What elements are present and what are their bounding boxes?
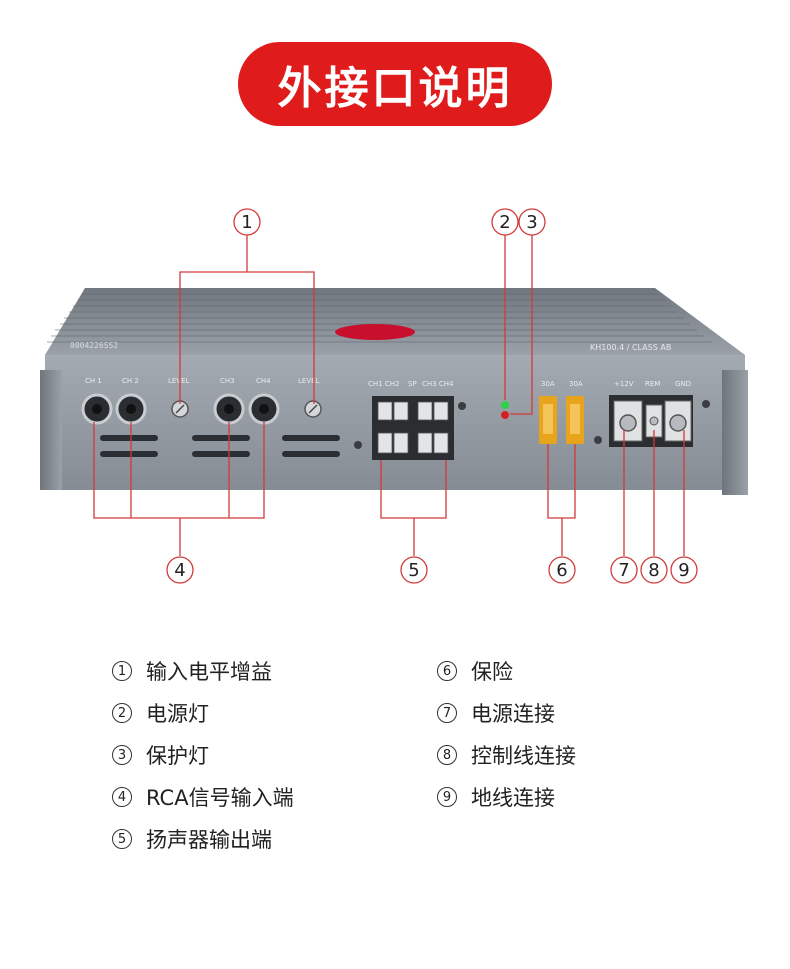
- label-level-2: LEVEL: [298, 377, 320, 385]
- legend-text: 保护灯: [146, 744, 209, 768]
- label-ch3: CH3: [220, 377, 235, 385]
- legend-text: 地线连接: [471, 786, 555, 810]
- label-ch1: CH 1: [85, 377, 102, 385]
- legend-text: 扬声器输出端: [146, 828, 272, 852]
- label-gnd: GND: [675, 380, 691, 388]
- vent-slots: [100, 435, 340, 457]
- legend-item: 3 保护灯: [112, 734, 294, 776]
- legend-item: 8 控制线连接: [437, 734, 576, 776]
- legend-text: 控制线连接: [471, 744, 576, 768]
- legend-item: 1 输入电平增益: [112, 650, 294, 692]
- legend-number: 3: [112, 745, 132, 765]
- legend-text: RCA信号输入端: [146, 786, 294, 810]
- label-ch4: CH4: [256, 377, 271, 385]
- legend-item: 4 RCA信号输入端: [112, 776, 294, 818]
- legend-item: 7 电源连接: [437, 692, 576, 734]
- protect-led: [501, 411, 509, 419]
- legend-item: 5 扬声器输出端: [112, 818, 294, 860]
- legend-number: 7: [437, 703, 457, 723]
- callout-6: 6: [556, 560, 567, 581]
- legend-number: 8: [437, 745, 457, 765]
- legend-item: 2 电源灯: [112, 692, 294, 734]
- legend-text: 输入电平增益: [146, 660, 272, 684]
- legend-item: 6 保险: [437, 650, 576, 692]
- label-fuse-2: 30A: [569, 380, 583, 388]
- legend-right: 6 保险 7 电源连接 8 控制线连接 9 地线连接: [437, 650, 576, 818]
- legend-number: 2: [112, 703, 132, 723]
- callout-4: 4: [174, 560, 185, 581]
- callout-5: 5: [408, 560, 419, 581]
- title-banner: 外接口说明: [238, 42, 552, 126]
- callout-8: 8: [648, 560, 659, 581]
- page-title: 外接口说明: [277, 63, 513, 114]
- legend-number: 1: [112, 661, 132, 681]
- legend-number: 9: [437, 787, 457, 807]
- brand-logo: [335, 324, 415, 340]
- legend-left: 1 输入电平增益 2 电源灯 3 保护灯 4 RCA信号输入端 5 扬声器输出端: [112, 650, 294, 860]
- amp-left-bracket: [40, 370, 62, 490]
- callout-7: 7: [618, 560, 629, 581]
- legend-number: 6: [437, 661, 457, 681]
- callout-1: 1: [241, 212, 252, 233]
- label-level-1: LEVEL: [168, 377, 190, 385]
- top-text-right: KH100.4 / CLASS AB: [590, 343, 671, 352]
- label-12v: +12V: [614, 380, 634, 388]
- label-rem: REM: [645, 380, 660, 388]
- legend-text: 保险: [471, 660, 513, 684]
- amp-right-bracket: [722, 370, 748, 495]
- legend-number: 4: [112, 787, 132, 807]
- top-text-left: 0004226SS2: [70, 341, 118, 350]
- label-ch3ch4: CH3 CH4: [422, 380, 454, 388]
- legend-text: 电源连接: [471, 702, 555, 726]
- amp-top: [45, 288, 745, 355]
- label-ch1ch2: CH1 CH2: [368, 380, 399, 388]
- power-led: [501, 401, 509, 409]
- callout-2: 2: [499, 212, 510, 233]
- callout-3: 3: [526, 212, 537, 233]
- amplifier-figure: 0004226SS2 KH100.4 / CLASS AB CH 1 CH 2 …: [40, 208, 748, 584]
- label-fuse-1: 30A: [541, 380, 555, 388]
- callout-lines: [93, 235, 685, 556]
- heatsink-fins: [47, 293, 712, 343]
- legend-item: 9 地线连接: [437, 776, 576, 818]
- callout-9: 9: [678, 560, 689, 581]
- legend-number: 5: [112, 829, 132, 849]
- label-sp: SP: [408, 380, 417, 388]
- callout-markers: [166, 208, 698, 584]
- legend-text: 电源灯: [146, 702, 209, 726]
- label-ch2: CH 2: [122, 377, 139, 385]
